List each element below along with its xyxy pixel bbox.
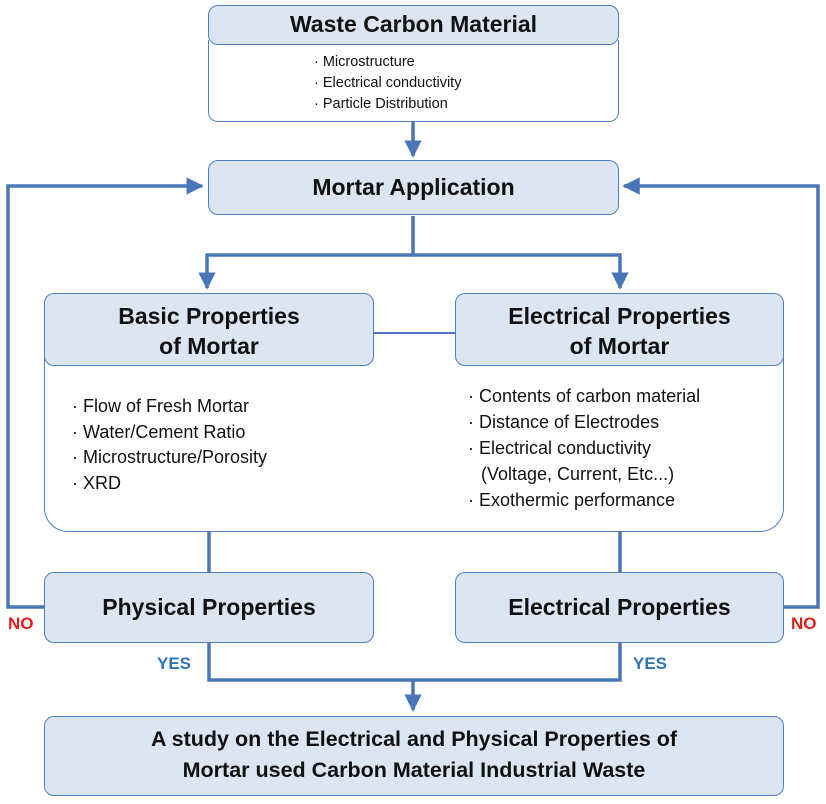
yes-label-left: YES (157, 654, 192, 673)
no-loop-left (6, 177, 204, 609)
basic-properties-title: Basic Properties of Mortar (44, 301, 374, 361)
yes-merge (207, 643, 622, 682)
electrical-results-title: Electrical Properties (508, 594, 731, 620)
list-item: · XRD (72, 472, 121, 493)
properties-detail-panel (44, 340, 784, 532)
waste-details-box (208, 40, 619, 122)
mortar-application-box (208, 160, 619, 215)
study-line1: A study on the Electrical and Physical P… (150, 727, 678, 751)
split-line (198, 216, 415, 290)
study-box (44, 716, 784, 796)
mortar-application-title: Mortar Application (312, 174, 515, 200)
basic-title-line2: of Mortar (159, 333, 259, 359)
electrical-results-box (455, 572, 784, 643)
list-item: · Flow of Fresh Mortar (72, 396, 250, 416)
waste-title: Waste Carbon Material (289, 11, 538, 37)
list-item: · Exothermic performance (468, 490, 676, 510)
waste-title-box (208, 5, 619, 45)
list-item: · Water/Cement Ratio (72, 421, 246, 442)
yes-label-right: YES (633, 654, 668, 673)
electrical-items: · Contents of carbon material · Distance… (468, 383, 700, 513)
electrical-title-line1: Electrical Properties (508, 303, 731, 329)
list-item: · Microstructure/Porosity (72, 447, 268, 467)
basic-title-line1: Basic Properties (118, 303, 300, 329)
list-item: · Microstructure (314, 54, 415, 70)
electrical-properties-title: Electrical Properties of Mortar (455, 301, 784, 361)
no-label-left: NO (8, 614, 34, 633)
no-label-right: NO (791, 614, 817, 633)
electrical-properties-box (455, 293, 784, 366)
basic-items: · Flow of Fresh Mortar · Water/Cement Ra… (72, 394, 267, 496)
list-item: · Contents of carbon material (468, 386, 701, 406)
no-loop-right (622, 177, 820, 609)
physical-properties-title: Physical Properties (102, 594, 316, 620)
study-line2: Mortar used Carbon Material Industrial W… (182, 758, 646, 782)
list-item: · Distance of Electrodes (468, 412, 660, 432)
waste-items: · Microstructure · Electrical conductivi… (314, 52, 461, 115)
list-item: · Electrical conductivity (468, 438, 652, 458)
list-item: · Electrical conductivity (314, 75, 462, 91)
study-title: A study on the Electrical and Physical P… (44, 724, 784, 786)
electrical-title-line2: of Mortar (569, 333, 670, 359)
basic-properties-box (44, 293, 374, 366)
list-item: (Voltage, Current, Etc...) (481, 464, 675, 484)
physical-properties-box (44, 572, 374, 643)
list-item: · Particle Distribution (314, 96, 448, 112)
